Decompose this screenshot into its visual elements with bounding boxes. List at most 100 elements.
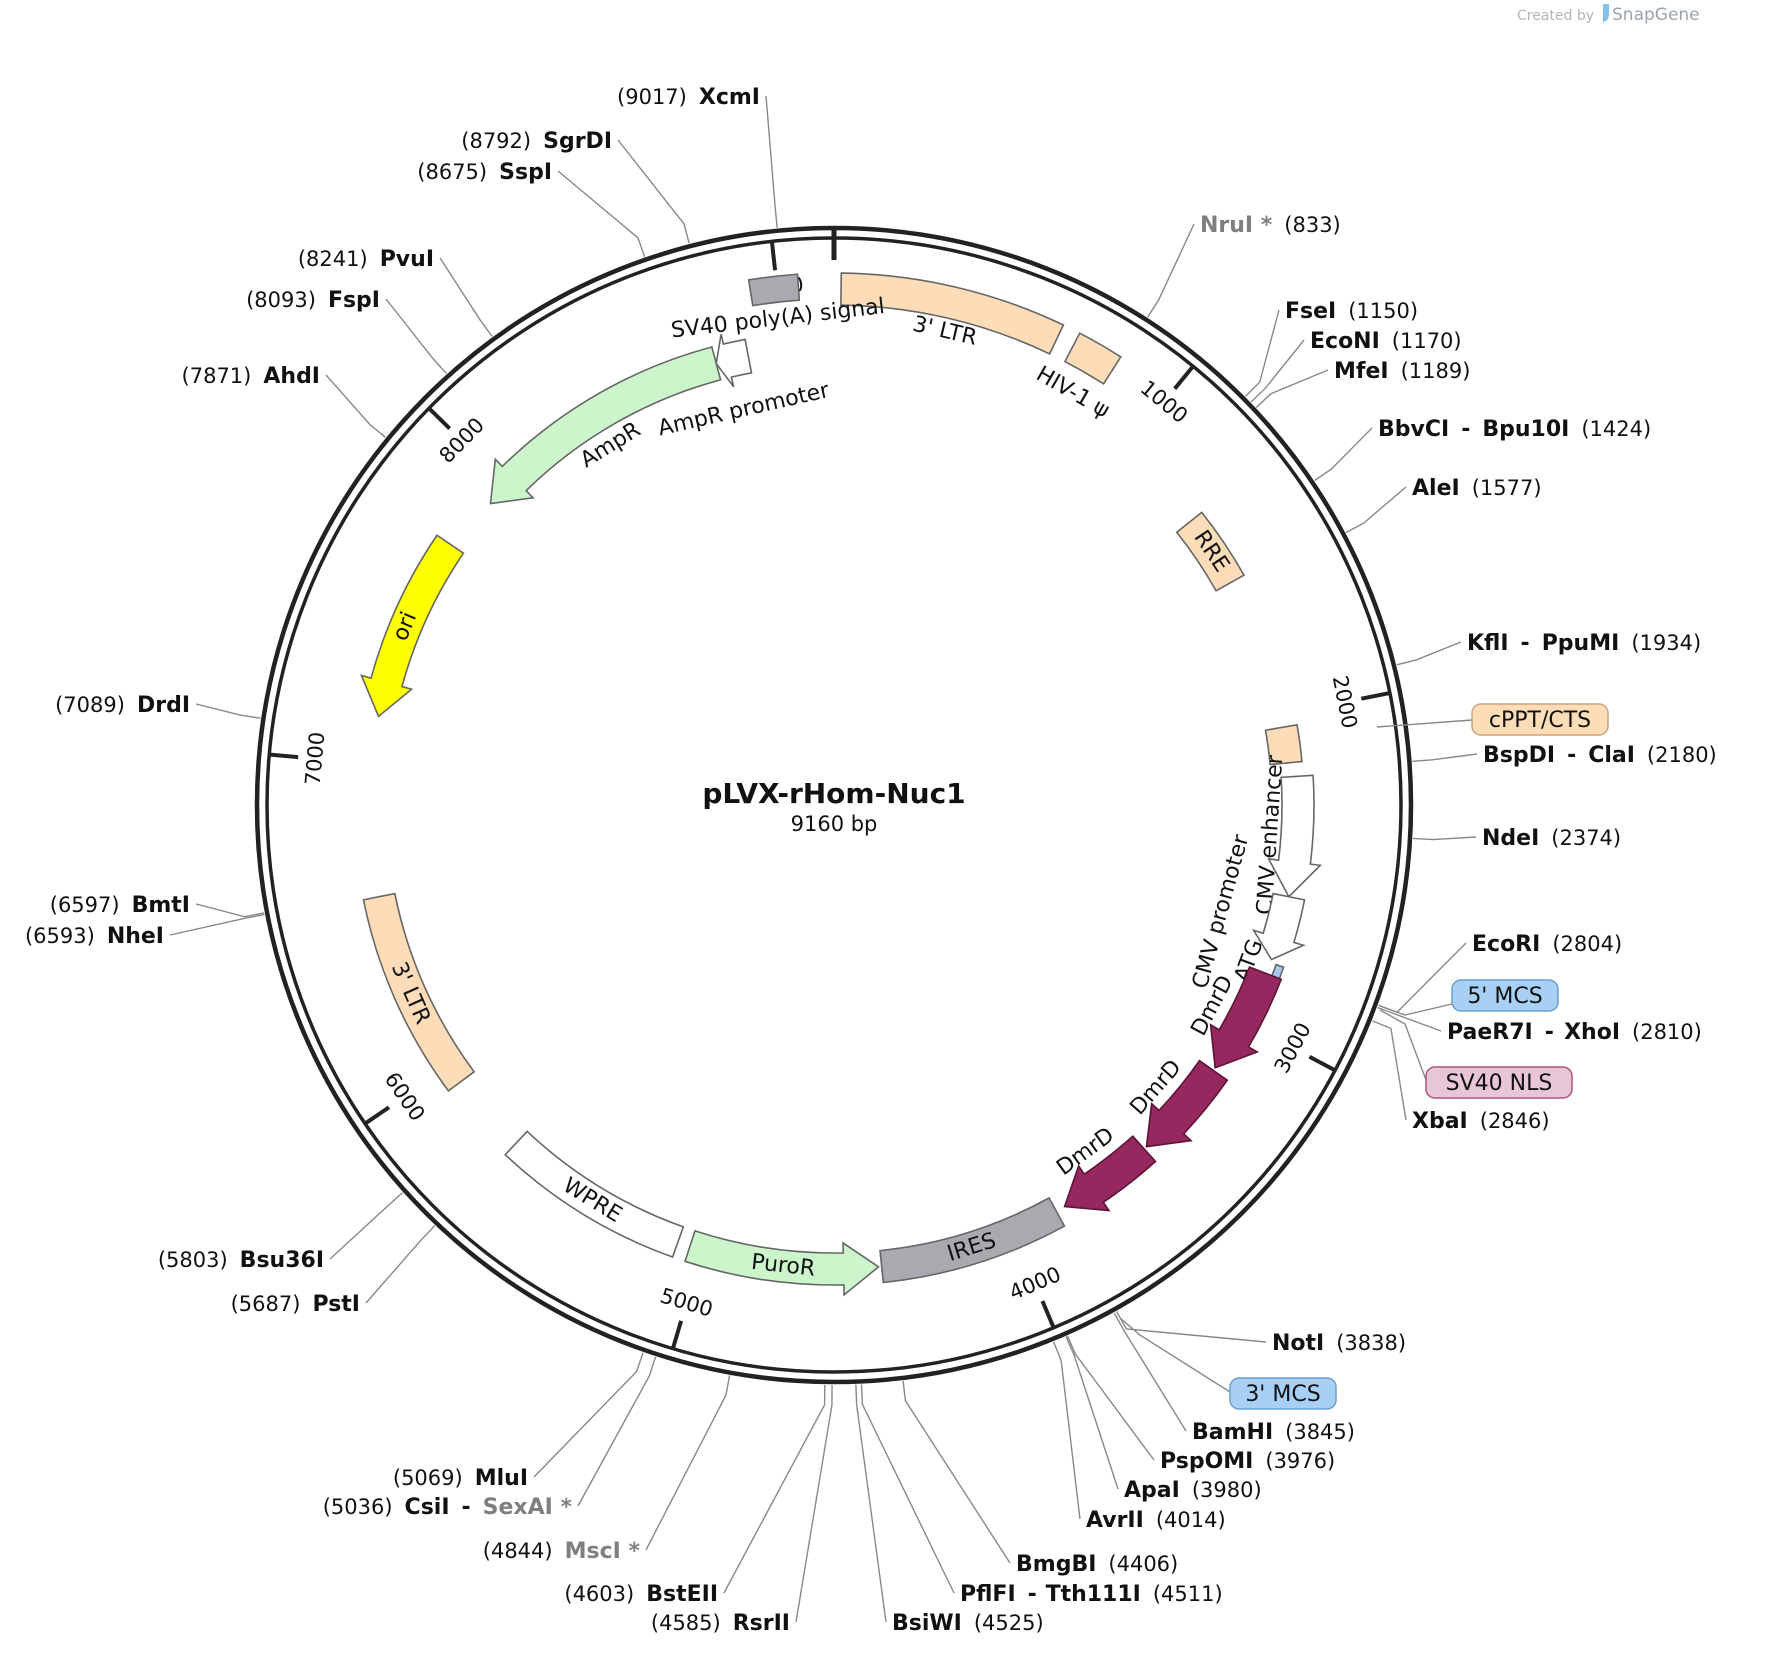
site-apai-label: ApaI(3980) <box>1124 1478 1262 1503</box>
site-bsteii-leader <box>723 1384 826 1594</box>
site-econi-leader <box>1250 339 1305 403</box>
site-xcmi-leader <box>765 95 778 228</box>
site-csii-enzyme: CsiI <box>405 1495 450 1520</box>
site-fspi-leader <box>385 298 447 375</box>
site-bbvci-enzyme: - <box>1461 417 1470 442</box>
site-pspomi-position: (3976) <box>1265 1449 1335 1473</box>
feature-ori: ori <box>360 534 465 718</box>
feature-wpre-shape <box>504 1130 685 1259</box>
feature-wpre: WPRE <box>504 1130 685 1259</box>
site-bsu36i-leader <box>329 1192 404 1260</box>
boxed-label-3mcs-text: 3' MCS <box>1245 1382 1320 1407</box>
site-bsu36i-enzyme: Bsu36I <box>240 1248 324 1273</box>
site-psti-position: (5687) <box>231 1292 301 1316</box>
site-apai-leader <box>1065 1336 1119 1490</box>
ruler-label-6000: 6000 <box>380 1068 430 1126</box>
site-mlui: (5069) MluI <box>393 1466 528 1491</box>
site-sspi-label: (8675)SspI <box>417 160 552 185</box>
feature-cmv-enhancer: CMV enhancer <box>1253 753 1322 916</box>
site-drdi: (7089)DrdI <box>55 693 190 718</box>
ruler-label-3000: 3000 <box>1270 1019 1316 1077</box>
site-ndei: NdeI(2374) <box>1482 826 1621 851</box>
site-bspdi-enzyme: - <box>1567 743 1576 768</box>
feature-sv40-poly-a-signal-shape <box>747 273 801 307</box>
ruler-tick-7000 <box>270 752 299 760</box>
site-fspi: (8093)FspI <box>246 288 380 313</box>
site-bsu36i-position: (5803) <box>158 1248 228 1272</box>
site-msci: (4844)MscI * <box>483 1539 641 1564</box>
feature-rre: RRE <box>1175 511 1246 592</box>
site-sgrdi-leader <box>617 139 690 244</box>
site-paer7i-label: PaeR7I-XhoI(2810) <box>1447 1020 1702 1045</box>
site-bsiwi-leader <box>855 1384 887 1623</box>
snapgene-logo-icon <box>1603 4 1609 22</box>
site-bmgbi-leader <box>902 1380 1011 1564</box>
site-csii-leader <box>577 1356 657 1507</box>
site-kfli-enzyme: PpuMI <box>1542 631 1620 656</box>
site-sspi-enzyme: SspI <box>499 160 552 185</box>
site-bamhi-position: (3845) <box>1285 1420 1355 1444</box>
feature-3-ltr-shape <box>840 272 1065 355</box>
site-bsteii-enzyme: BstEII <box>646 1582 718 1607</box>
site-sgrdi-label: (8792)SgrDI <box>461 129 612 154</box>
site-bsiwi-label: BsiWI(4525) <box>892 1611 1044 1636</box>
feature-ori-shape <box>360 534 465 718</box>
feature-dmrd-3-shape <box>1063 1135 1157 1212</box>
site-avrii-label: AvrII(4014) <box>1086 1508 1226 1533</box>
site-mfei-position: (1189) <box>1401 359 1471 383</box>
feature-puror: PuroR <box>684 1229 880 1297</box>
site-bbvci-leader <box>1314 427 1373 481</box>
site-pvui: (8241) PvuI <box>298 247 434 272</box>
site-xbai: XbaI(2846) <box>1412 1109 1550 1134</box>
ruler-tick-5000 <box>671 1320 684 1349</box>
feature-dmrd-2-shape <box>1145 1059 1229 1148</box>
site-alei: AleI(1577) <box>1412 476 1542 501</box>
site-bmgbi-enzyme: BmgBI <box>1016 1552 1096 1577</box>
site-econi-position: (1170) <box>1392 329 1462 353</box>
site-bspdi-enzyme: BspDI <box>1483 743 1555 768</box>
site-msci-position: (4844) <box>483 1539 553 1563</box>
site-mfei-enzyme: MfeI <box>1334 359 1389 384</box>
boxed-label-cppt-bg <box>1471 703 1609 736</box>
site-fspi-enzyme: FspI <box>328 288 380 313</box>
site-ndei-position: (2374) <box>1551 826 1621 850</box>
site-labels: (9017)XcmI(8792)SgrDI(8675)SspI(8241)Pvu… <box>25 85 1717 1636</box>
site-xcmi-enzyme: XcmI <box>699 85 760 110</box>
site-csii: (5036)CsiI-SexAI * <box>323 1495 573 1520</box>
site-bsteii: (4603)BstEII <box>564 1582 718 1607</box>
site-pflfi-enzyme: - <box>1028 1582 1036 1607</box>
site-bspdi-leader <box>1412 753 1478 762</box>
site-pflfi: PflFI-Tth111I(4511) <box>960 1582 1223 1607</box>
boxed-label-5mcs: 5' MCS <box>1379 979 1559 1016</box>
feature-cmv-enhancer-shape <box>1267 774 1322 899</box>
site-pvui-enzyme: PvuI <box>380 247 434 272</box>
site-drdi-position: (7089) <box>55 693 125 717</box>
site-bmti-label: (6597)BmtI <box>50 893 190 918</box>
site-bmgbi-label: BmgBI(4406) <box>1016 1552 1178 1577</box>
site-ecori: EcoRI(2804) <box>1472 932 1622 957</box>
ruler-tick-3000 <box>1308 1055 1336 1072</box>
site-mlui-enzyme: MluI <box>475 1466 528 1491</box>
boxed-label-cppt-text: cPPT/CTS <box>1489 708 1591 733</box>
ruler-label-5000: 5000 <box>658 1284 716 1322</box>
site-nrui-leader <box>1147 223 1195 318</box>
site-ahdi-position: (7871) <box>182 364 252 388</box>
site-xbai-leader <box>1372 1020 1407 1121</box>
site-pvui-leader <box>439 257 493 337</box>
site-bsiwi: BsiWI(4525) <box>892 1611 1044 1636</box>
site-mlui-position: (5069) <box>393 1466 463 1490</box>
site-bamhi-leader <box>1113 1312 1187 1432</box>
site-nrui-position: (833) <box>1284 213 1340 237</box>
site-paer7i-enzyme: XhoI <box>1564 1020 1620 1045</box>
site-mfei: MfeI (1189) <box>1334 359 1470 384</box>
site-pvui-position: (8241) <box>298 247 368 271</box>
site-pspomi: PspOMI(3976) <box>1160 1449 1335 1474</box>
site-noti-position: (3838) <box>1336 1331 1406 1355</box>
site-nrui-label: NruI *(833) <box>1200 213 1341 238</box>
site-bmti-enzyme: BmtI <box>132 893 190 918</box>
site-bsiwi-position: (4525) <box>974 1611 1044 1635</box>
boxed-label-sv40nls: SV40 NLS <box>1379 1009 1573 1099</box>
feature-ampr-promoter-shape <box>715 334 753 388</box>
site-fsei-position: (1150) <box>1348 299 1418 323</box>
site-apai-enzyme: ApaI <box>1124 1478 1180 1503</box>
